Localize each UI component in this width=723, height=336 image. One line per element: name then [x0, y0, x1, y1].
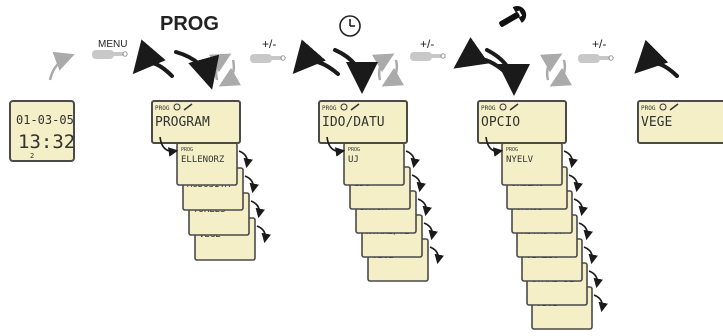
submenu-mini-header: PROG [181, 147, 193, 153]
menu-group-program: PROGVEGEPROGTORLESPROGMODOSITAPROGELLENO… [151, 100, 271, 261]
submenu-label: UJ [348, 155, 359, 165]
menu-mini-header: PROG [322, 105, 337, 112]
next-item-arrow [568, 174, 583, 193]
menu-main-screen: PROG VEGE [637, 100, 723, 144]
hand-icon-1 [250, 54, 286, 63]
next-item-arrow [244, 175, 259, 194]
menu-title: PROGRAM [155, 115, 210, 130]
cycle-arrows-icon-0 [209, 53, 241, 87]
navigation-arrows [132, 37, 679, 96]
menu-label: MENU [98, 39, 127, 50]
nav-arrow-0 [132, 39, 174, 78]
mini-wrench-icon [183, 103, 193, 111]
nav-arrow-5 [485, 48, 530, 96]
next-item-arrow [250, 200, 265, 219]
menu-main-screen: PROG OPCIO [477, 100, 567, 157]
menu-main-screen: PROG PROGRAM [151, 100, 241, 157]
next-item-arrow [411, 174, 426, 193]
next-item-arrow [423, 222, 438, 241]
clock-icon [339, 15, 361, 37]
time-text: 13:32 [18, 131, 75, 153]
submenu-screen: PROG UJ [343, 142, 420, 186]
cycle-arrows-icon-2 [540, 53, 572, 87]
mini-wrench-icon [350, 103, 360, 111]
nav-arrow-3 [333, 48, 378, 94]
nav-arrow-4 [453, 37, 507, 74]
menu-mini-header: PROG [155, 105, 170, 112]
next-item-arrow [593, 294, 608, 313]
mini-clock-icon [499, 103, 507, 111]
enter-submenu-arrow [326, 136, 346, 157]
gray-arrow-1 [48, 51, 75, 81]
mini-clock-icon [173, 103, 181, 111]
wrench-icon [499, 6, 527, 27]
menu-group-vege: PROG VEGE [637, 100, 723, 144]
next-item-arrow [256, 225, 271, 244]
next-item-arrow [405, 150, 420, 169]
menu-title: IDO/DATU [322, 115, 385, 130]
next-item-arrow [417, 198, 432, 217]
date-text: 01-03-05 [16, 113, 74, 127]
clock-display: 01-03-05 13:32 2 [9, 100, 75, 162]
nav-arrow-2 [292, 39, 340, 76]
day-text: 2 [30, 152, 34, 160]
submenu-mini-header: PROG [348, 147, 360, 153]
nav-arrow-6 [634, 39, 679, 78]
menu-title: VEGE [641, 115, 672, 130]
menu-group-opcio: PROGVEGEPROGGYARI BEPROGVERZIOPROGASTRO … [477, 100, 608, 330]
next-item-arrow [588, 270, 603, 289]
submenu-screen: PROG ELLENORZ [176, 142, 253, 186]
mini-clock-icon [659, 103, 667, 111]
hand-icons [92, 50, 614, 63]
plus-minus-label-2: +/- [420, 37, 434, 51]
plus-minus-label-3: +/- [592, 37, 606, 51]
menu-group-ido-datu: PROGVEGEPROGNYARI/TEPROGDATUMPROGIDOPROG… [318, 100, 444, 282]
menu-groups: PROGVEGEPROGTORLESPROGMODOSITAPROGELLENO… [151, 100, 723, 330]
submenu-label: NYELV [506, 155, 534, 165]
cycle-arrows-icon-1 [372, 53, 404, 87]
hand-icon-0 [92, 50, 128, 59]
next-item-arrow [563, 150, 578, 169]
prog-title: PROG [160, 13, 219, 35]
menu-title: OPCIO [481, 115, 520, 130]
enter-submenu-arrow [485, 136, 504, 157]
menu-main-screen: PROG IDO/DATU [318, 100, 408, 157]
mini-wrench-icon [669, 103, 679, 111]
submenu-screen: PROG NYELV [501, 142, 578, 186]
next-item-arrow [238, 150, 253, 169]
enter-submenu-arrow [159, 136, 179, 157]
nav-arrow-1 [174, 50, 220, 90]
next-item-arrow [573, 198, 588, 217]
hand-icon-3 [578, 54, 614, 63]
next-item-arrow [429, 246, 444, 265]
mini-clock-icon [340, 103, 348, 111]
plus-minus-label-1: +/- [262, 37, 276, 51]
submenu-mini-header: PROG [506, 147, 518, 153]
menu-mini-header: PROG [641, 105, 656, 112]
menu-mini-header: PROG [481, 105, 496, 112]
submenu-label: ELLENORZ [181, 155, 225, 165]
hand-icon-2 [410, 52, 446, 61]
next-item-arrow [578, 222, 593, 241]
next-item-arrow [583, 246, 598, 265]
mini-wrench-icon [509, 103, 519, 111]
